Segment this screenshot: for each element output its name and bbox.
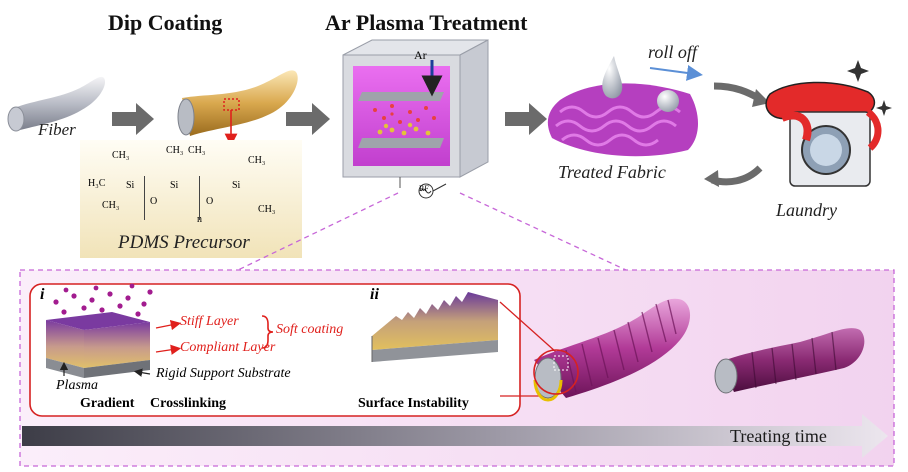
plasma-label: Plasma xyxy=(56,378,98,393)
roll-off-label: roll off xyxy=(648,42,697,62)
crosslinking-caption: Crosslinking xyxy=(150,396,226,411)
wrinkled-fiber-illustration xyxy=(533,298,691,402)
layered-block xyxy=(46,283,274,378)
fiber-label: Fiber xyxy=(38,120,76,139)
panel-i-numeral: i xyxy=(40,286,45,303)
laundry-illustration xyxy=(765,60,892,187)
roll-off-arrow xyxy=(649,65,703,81)
treating-time-label: Treating time xyxy=(730,426,827,446)
arrow-from-laundry xyxy=(711,165,763,186)
si-label-1: Si xyxy=(126,180,135,191)
o-label-2: O xyxy=(206,196,214,207)
pdms-box xyxy=(80,140,302,258)
treated-fabric-illustration xyxy=(547,56,698,157)
ch3-label-3: CH₃ xyxy=(188,145,206,156)
ch3-label-6: CH₃ xyxy=(258,204,276,215)
o-label-1: O xyxy=(150,196,158,207)
plasma-chamber xyxy=(342,39,489,199)
stiff-layer-label: Stiff Layer xyxy=(180,314,239,329)
arrow-coated-to-plasma xyxy=(286,103,330,135)
dip-coating-title: Dip Coating xyxy=(108,10,223,35)
plasma-treatment-title: Ar Plasma Treatment xyxy=(325,10,528,35)
arrow-fiber-to-coated xyxy=(112,103,154,135)
ch3-label-1: CH₃ xyxy=(112,150,130,161)
surface-instability-caption: Surface Instability xyxy=(358,396,469,411)
arrow-plasma-to-fabric xyxy=(505,103,547,135)
ar-label: Ar xyxy=(414,48,427,62)
coated-fiber-illustration xyxy=(177,70,298,147)
panel-ii-numeral: ii xyxy=(370,286,379,303)
ch3-label-5: CH₃ xyxy=(102,200,120,211)
laundry-label: Laundry xyxy=(776,200,838,220)
compliant-layer-label: Compliant Layer xyxy=(180,340,276,355)
wavy-surface xyxy=(371,292,498,362)
h3c-label: H₃C xyxy=(88,178,106,189)
rf-label: RF xyxy=(419,184,429,193)
soft-coating-label: Soft coating xyxy=(276,322,344,337)
pdms-precursor-label: PDMS Precursor xyxy=(118,232,250,253)
si-label-3: Si xyxy=(232,180,241,191)
fiber-illustration xyxy=(7,76,106,132)
rigid-substrate-label: Rigid Support Substrate xyxy=(156,366,291,381)
dark-wrinkled-fiber-illustration xyxy=(714,328,865,394)
ch3-label-2: CH₃ xyxy=(166,145,184,156)
si-label-2: Si xyxy=(170,180,179,191)
polymer-bracket xyxy=(144,176,200,220)
treating-time-arrow xyxy=(22,414,888,458)
treated-fabric-label: Treated Fabric xyxy=(558,162,666,182)
gradient-caption: Gradient xyxy=(80,396,135,411)
ch3-label-4: CH₃ xyxy=(248,155,266,166)
